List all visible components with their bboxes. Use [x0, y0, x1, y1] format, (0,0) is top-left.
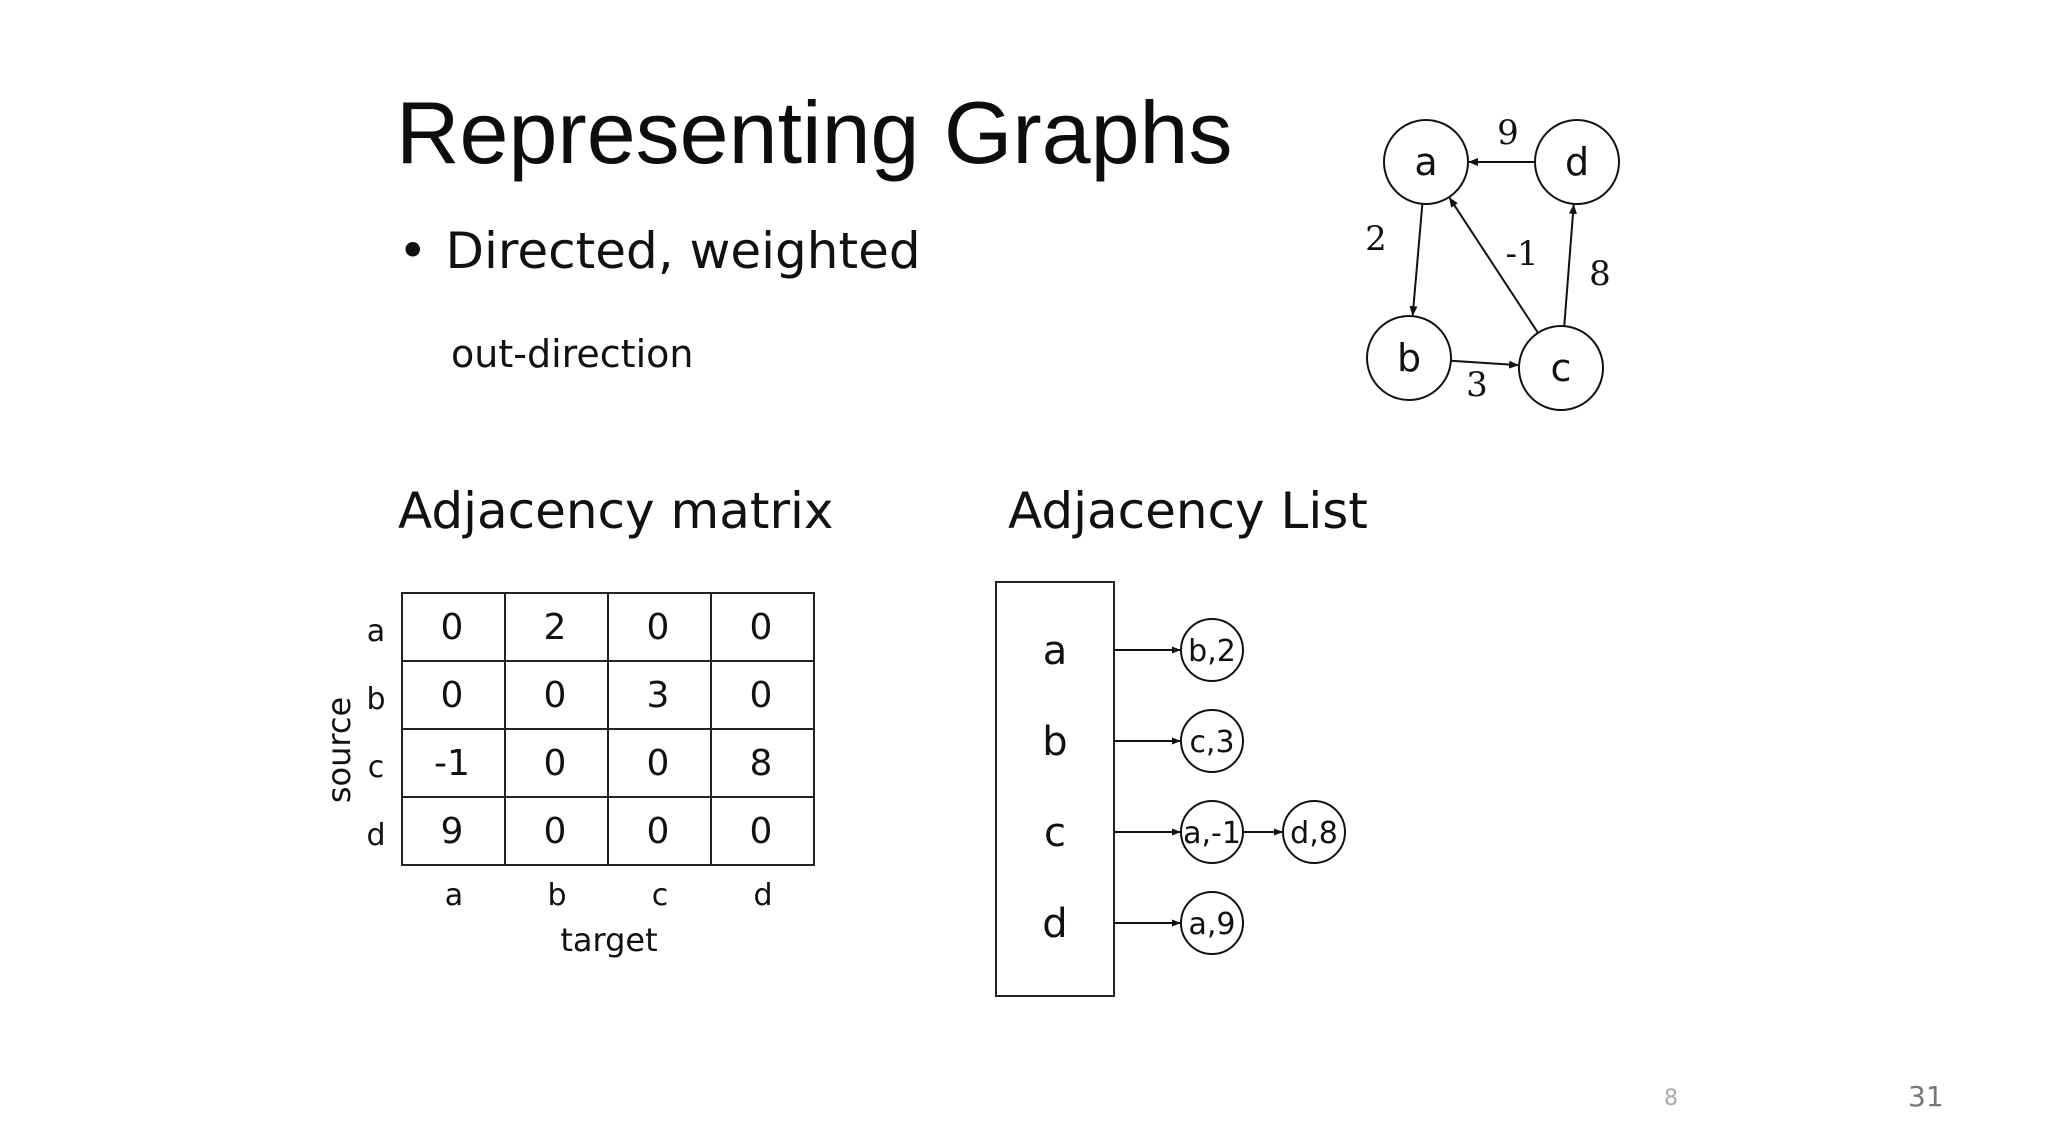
matrix-col-label: c — [652, 878, 669, 913]
matrix-cell: 2 — [544, 607, 567, 648]
matrix-cell: 0 — [441, 675, 464, 716]
list-key-box — [995, 581, 1115, 997]
matrix-cell: 0 — [750, 607, 773, 648]
list-key-b: b — [1042, 719, 1067, 765]
faint-mark: 8 — [1664, 1086, 1678, 1111]
edge-weight-c-a: -1 — [1505, 234, 1538, 274]
list-node-label: d,8 — [1290, 816, 1338, 851]
slide-title: Representing Graphs — [396, 83, 1233, 182]
matrix-cell: 0 — [647, 811, 670, 852]
adjacency-matrix-heading: Adjacency matrix — [398, 482, 834, 540]
bullet-point: • Directed, weighted — [398, 222, 921, 280]
graph-edge-b-c — [1450, 359, 1520, 369]
matrix-cell: 0 — [647, 607, 670, 648]
adjacency-list-heading: Adjacency List — [1008, 482, 1368, 540]
matrix-cell: -1 — [434, 743, 470, 784]
matrix-cell: 0 — [544, 675, 567, 716]
list-node-label: a,9 — [1188, 907, 1235, 942]
list-node — [1282, 800, 1346, 864]
adjacency-list: a b,2 b c,3 c a,-1 d,8 d a,9 — [995, 581, 1346, 997]
matrix-col-label: a — [445, 878, 463, 913]
matrix-cell: 9 — [441, 811, 464, 852]
page-number: 31 — [1908, 1080, 1944, 1113]
matrix-cell: 0 — [544, 811, 567, 852]
list-key-d: d — [1042, 901, 1067, 947]
graph-diagram: a b c d 2 3 -1 8 9 — [1365, 113, 1620, 411]
edge-weight-b-c: 3 — [1466, 365, 1488, 405]
edge-weight-c-d: 8 — [1589, 254, 1611, 294]
matrix-cell: 0 — [647, 743, 670, 784]
source-axis-label: source — [320, 697, 358, 803]
list-node — [1180, 891, 1244, 955]
graph-edge-c-d — [1563, 203, 1577, 327]
list-node-label: b,2 — [1188, 634, 1236, 669]
graph-node-d — [1534, 119, 1620, 205]
matrix-cell: 3 — [647, 675, 670, 716]
matrix-row-label: d — [366, 818, 385, 853]
matrix-row-label: a — [367, 614, 385, 649]
graph-node-label-d: d — [1565, 140, 1589, 184]
direction-note: out-direction — [451, 332, 694, 376]
list-node — [1180, 709, 1244, 773]
bullet-marker: • — [398, 222, 428, 280]
list-key-a: a — [1043, 628, 1068, 674]
matrix-col-label: b — [547, 878, 566, 913]
matrix-col-label: d — [753, 878, 772, 913]
matrix-cell: 0 — [441, 607, 464, 648]
matrix-row-label: c — [368, 750, 385, 785]
edge-weight-a-b: 2 — [1365, 219, 1387, 259]
graph-edge-c-a — [1448, 197, 1539, 334]
bullet-text: Directed, weighted — [445, 222, 921, 280]
graph-node-c — [1518, 325, 1604, 411]
list-key-c: c — [1044, 810, 1066, 856]
matrix-cell: 0 — [544, 743, 567, 784]
list-node-label: c,3 — [1189, 725, 1234, 760]
matrix-cell: 0 — [750, 811, 773, 852]
graph-node-a — [1383, 119, 1469, 205]
matrix-cell: 0 — [750, 675, 773, 716]
graph-node-label-b: b — [1397, 336, 1421, 380]
list-node-label: a,-1 — [1183, 816, 1241, 851]
matrix-cell: 8 — [750, 743, 773, 784]
graph-node-label-c: c — [1551, 346, 1572, 390]
graph-edge-a-b — [1409, 203, 1424, 317]
list-node — [1180, 618, 1244, 682]
target-axis-label: target — [560, 921, 657, 959]
graph-node-label-a: a — [1414, 140, 1437, 184]
edge-weight-d-a: 9 — [1497, 113, 1519, 153]
matrix-row-label: b — [366, 682, 385, 717]
graph-node-b — [1366, 315, 1452, 401]
